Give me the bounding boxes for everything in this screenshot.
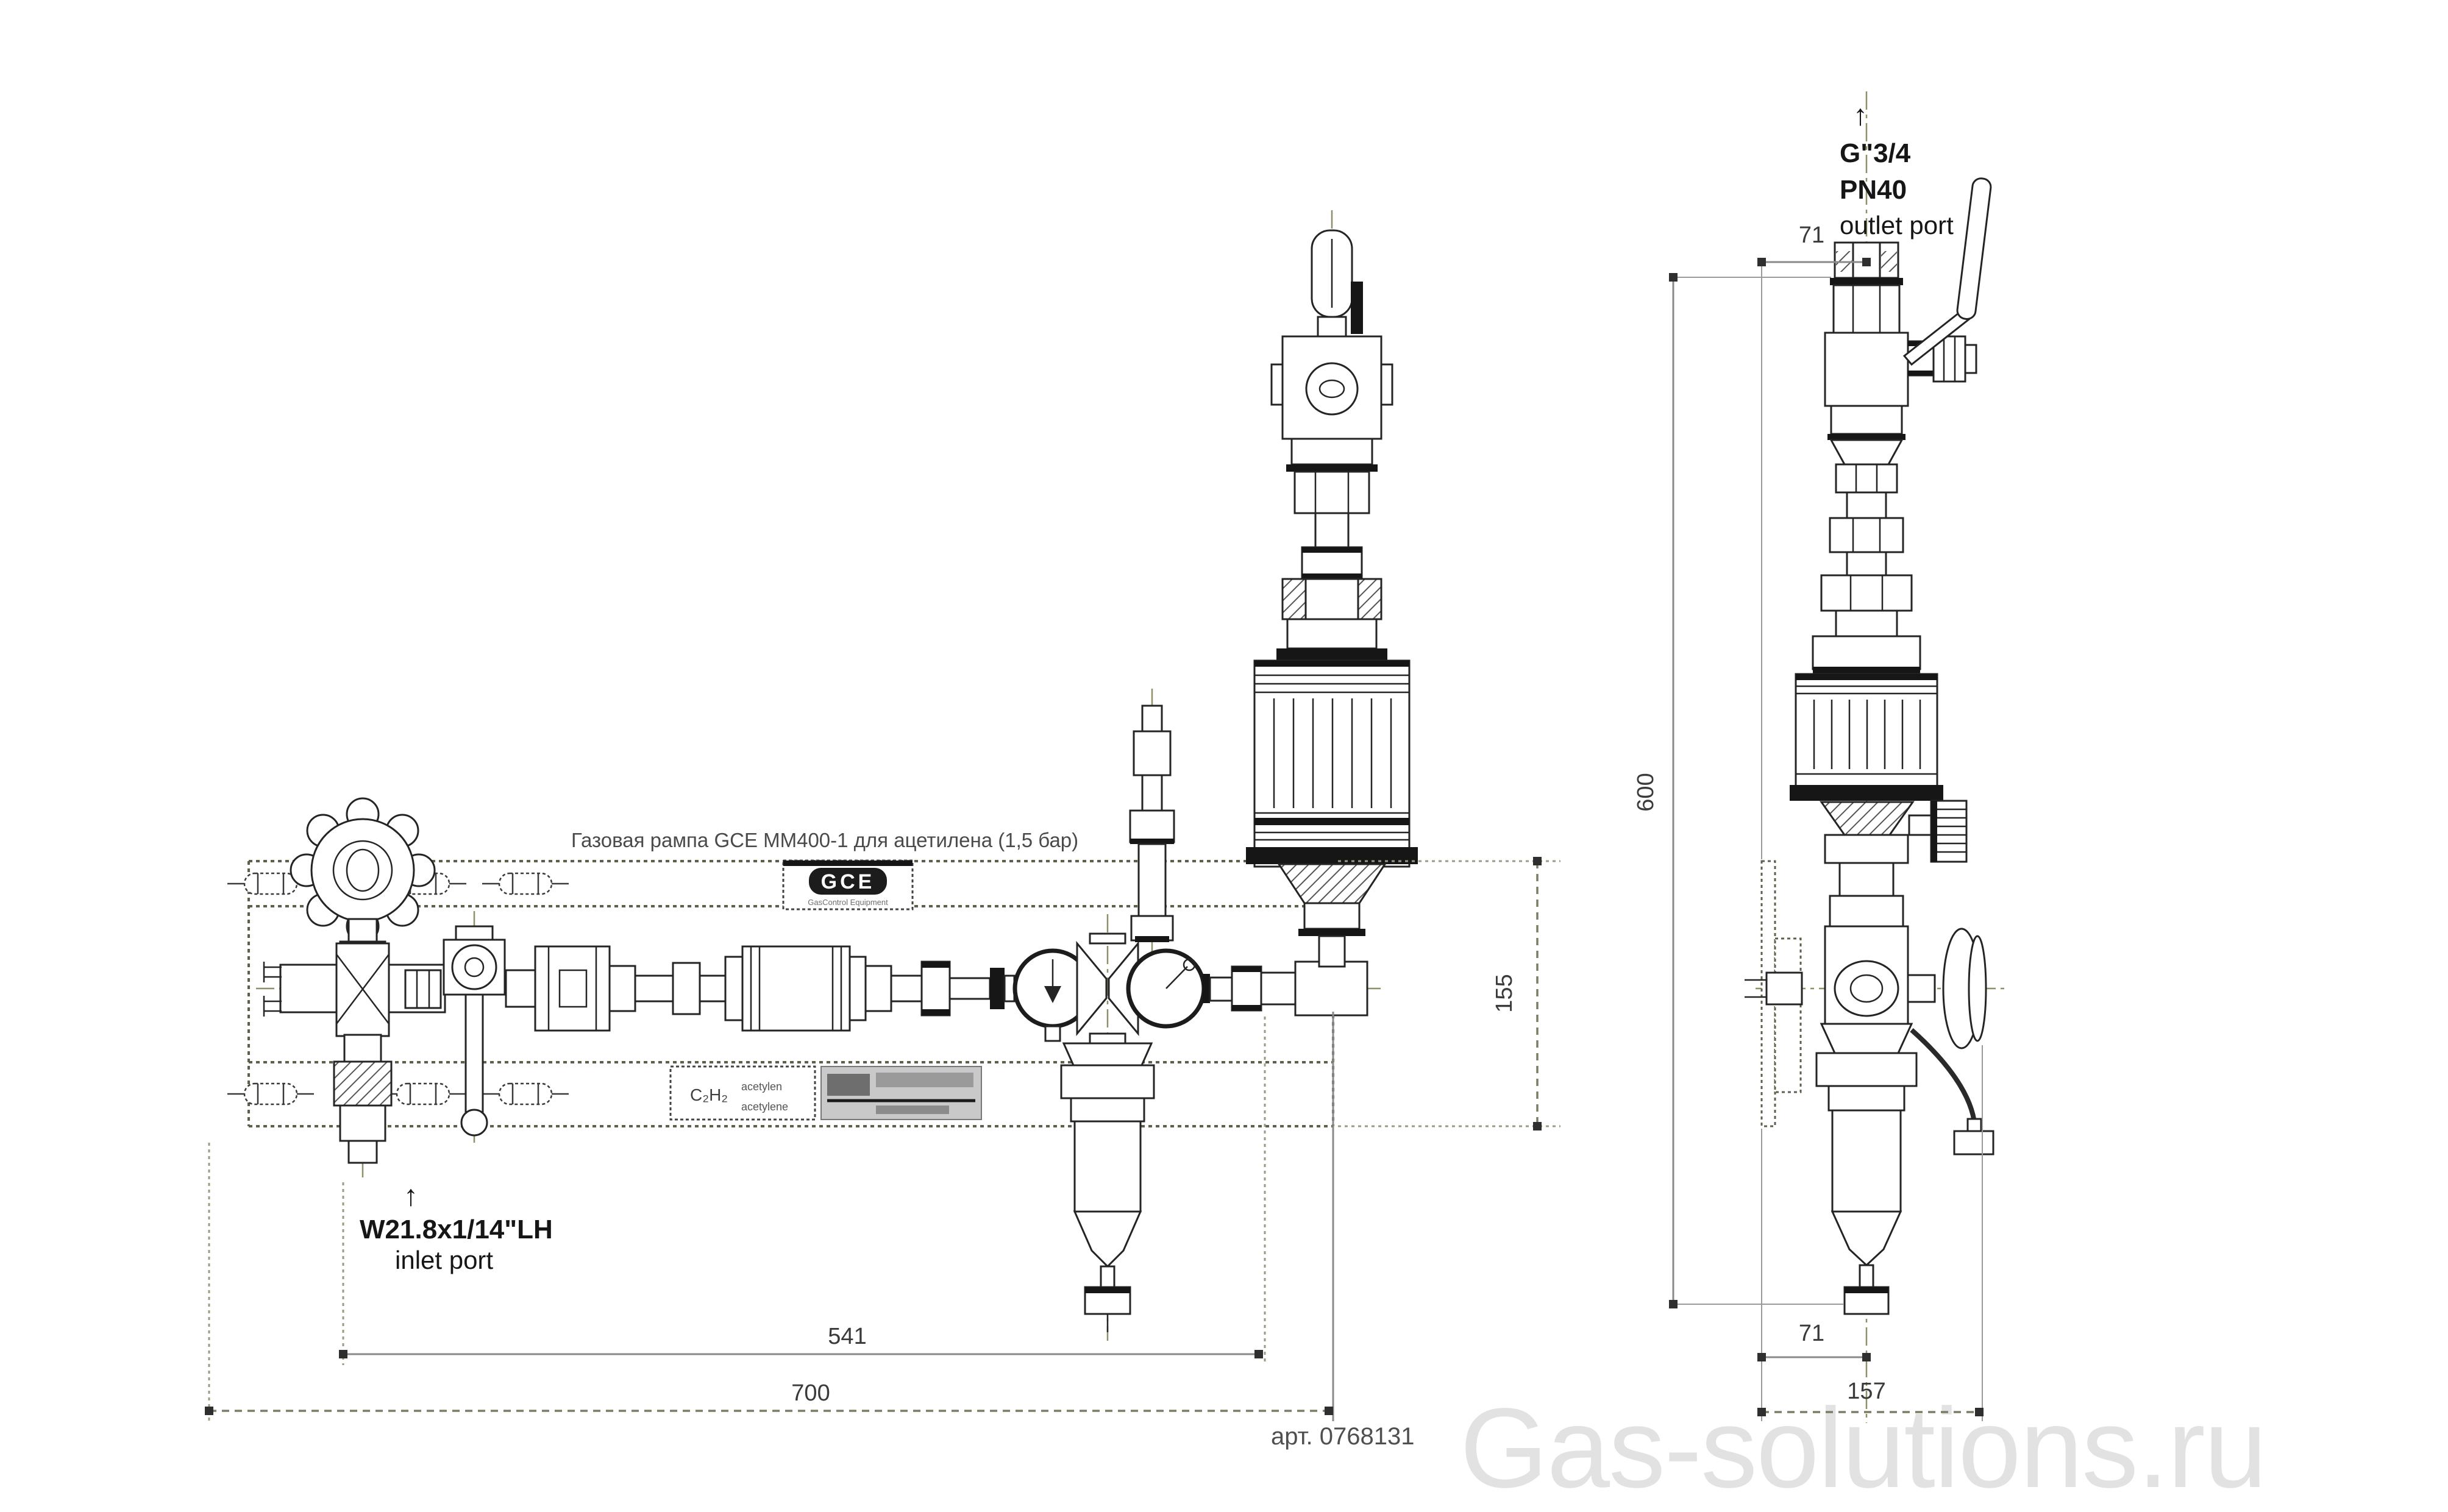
outlet-pressure-rating: PN40 <box>1840 175 1907 205</box>
dim-label-600: 600 <box>1633 773 1659 811</box>
inlet-cross-valve <box>263 918 446 1037</box>
dimension-600: 600 <box>1633 273 1843 1308</box>
article-number: арт. 0768131 <box>1271 1423 1414 1450</box>
dim-label-71-bottom: 71 <box>1799 1321 1824 1346</box>
flashback-arrestor-vertical <box>1246 659 1418 968</box>
watermark: Gas-solutions.ru <box>1460 1385 2266 1511</box>
dimension-71-bottom: 71 <box>1757 1129 1871 1421</box>
inlet-connection-stack <box>333 1034 393 1164</box>
dim-label-700: 700 <box>791 1380 830 1406</box>
side-riser-couplings <box>1812 405 1921 674</box>
annotation-inlet-port: ↑ W21.8x1/14"LH inlet port <box>360 1180 553 1274</box>
inlet-thread: W21.8x1/14"LH <box>360 1215 553 1244</box>
inlet-label: inlet port <box>395 1246 493 1274</box>
gce-logo-text: GCE <box>821 870 875 893</box>
gas-name-2: acetylene <box>741 1101 788 1113</box>
pipe-couplings-left <box>608 956 744 1021</box>
relief-valve-stub <box>1129 705 1175 942</box>
gas-label-plate: C₂H₂ acetylen acetylene <box>669 1065 816 1121</box>
filter-assembly <box>1060 1042 1155 1332</box>
dim-label-71-top: 71 <box>1799 222 1824 248</box>
outlet-thread: G"3/4 <box>1840 138 1911 168</box>
front-view: GCE GasControl Equipment C₂H₂ acetylen a… <box>226 229 1418 1332</box>
inlet-arrow-icon: ↑ <box>404 1180 418 1212</box>
dimension-71-top: 71 <box>1757 222 1871 859</box>
dimension-700: 700 <box>205 1012 1334 1421</box>
annotation-outlet-port: ↑ G"3/4 PN40 outlet port <box>1840 99 1954 240</box>
riser-couplings <box>1276 438 1387 661</box>
side-filter <box>1815 1023 1918 1315</box>
side-regulator <box>1745 925 1994 1155</box>
data-sticker <box>820 1066 982 1120</box>
ball-valve-inline <box>443 925 506 1137</box>
outlet-ball-valve <box>1270 229 1393 440</box>
dim-label-155: 155 <box>1492 974 1517 1012</box>
dimension-155: 155 <box>1338 857 1560 1130</box>
dim-label-157: 157 <box>1847 1379 1885 1404</box>
gas-formula: C₂H₂ <box>690 1085 728 1104</box>
side-view <box>1745 177 1994 1315</box>
dimension-157: 157 <box>1757 1045 1984 1421</box>
gas-name-1: acetylen <box>741 1081 782 1093</box>
flashback-arrestor-horizontal <box>741 945 851 1032</box>
check-valve-block <box>505 945 611 1032</box>
gce-logo-icon <box>809 868 887 895</box>
dimensions: 541 700 155 71 <box>205 222 1984 1421</box>
gce-logo-plate: GCE GasControl Equipment <box>782 859 914 910</box>
pipe-couplings-right <box>849 956 1016 1021</box>
outlet-arrow-icon: ↑ <box>1853 99 1868 132</box>
side-ball-valve <box>1824 177 1992 407</box>
side-flashback-arrestor <box>1790 673 1968 928</box>
gce-logo-subtitle: GasControl Equipment <box>808 898 888 907</box>
dimension-541: 541 <box>339 1017 1266 1365</box>
drawing-title: Газовая рампа GCE MM400-1 для ацетилена … <box>571 829 1078 851</box>
dim-label-541: 541 <box>828 1324 866 1349</box>
pressure-gauge-right <box>1126 948 1206 1029</box>
outlet-fitting-train <box>1203 960 1368 1017</box>
outlet-label: outlet port <box>1840 211 1954 240</box>
side-outlet-fitting <box>1830 241 1903 334</box>
